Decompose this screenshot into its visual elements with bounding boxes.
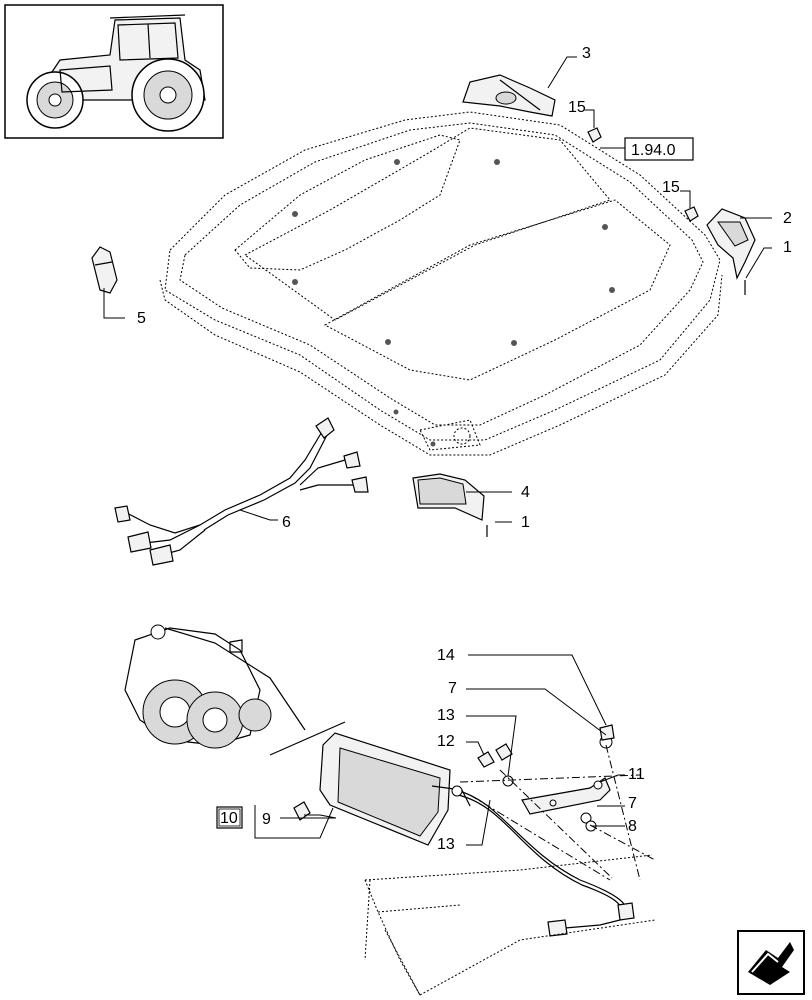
callout-13-top: 13 <box>437 707 455 724</box>
marker-lamp-part <box>91 246 118 294</box>
callout-3: 3 <box>582 45 591 62</box>
cab-side-outline <box>364 854 656 996</box>
callout-10-box: 10 <box>216 806 243 829</box>
callout-14: 14 <box>437 647 455 664</box>
callout-7-top: 7 <box>448 680 457 697</box>
callout-12: 12 <box>437 733 455 750</box>
side-lamp-part <box>706 208 756 280</box>
rear-work-lamp-part <box>462 74 556 117</box>
lamp-bulb-part <box>293 801 311 821</box>
callout-labels: 3 15 15 2 1 5 6 4 1 14 7 13 12 11 7 8 13… <box>137 45 792 853</box>
callout-9: 9 <box>262 811 271 828</box>
reference-box-label: 1.94.0 <box>631 142 676 159</box>
callout-11: 11 <box>628 766 645 783</box>
callout-5: 5 <box>137 310 146 327</box>
callout-2: 2 <box>783 210 792 227</box>
callout-10: 10 <box>220 810 238 827</box>
tractor-thumbnail-icon <box>4 4 224 139</box>
front-work-lamp-part <box>319 732 471 846</box>
wiring-harness-part <box>114 417 369 566</box>
cab-roof <box>159 111 723 456</box>
callout-6: 6 <box>282 514 291 531</box>
tail-lamp-part <box>412 473 485 521</box>
reference-box[interactable]: 1.94.0 <box>624 137 694 161</box>
callout-15-top: 15 <box>568 99 586 116</box>
callout-13-bottom: 13 <box>437 836 455 853</box>
fastener-parts <box>451 724 615 832</box>
next-page-arrow-icon[interactable] <box>737 930 805 995</box>
callout-15-right: 15 <box>662 179 680 196</box>
callout-8: 8 <box>628 818 637 835</box>
callout-1-top: 1 <box>783 239 792 256</box>
lamp-cable-part <box>454 789 635 937</box>
callout-7-bottom: 7 <box>628 795 637 812</box>
assembly-lines <box>459 744 656 881</box>
callout-1-bottom: 1 <box>521 514 530 531</box>
tractor-side-view <box>124 624 346 756</box>
leader-lines <box>103 56 772 846</box>
screw-part <box>486 280 746 537</box>
callout-4: 4 <box>521 484 530 501</box>
bulb-part <box>587 127 699 222</box>
mounting-bracket-part <box>521 777 611 815</box>
